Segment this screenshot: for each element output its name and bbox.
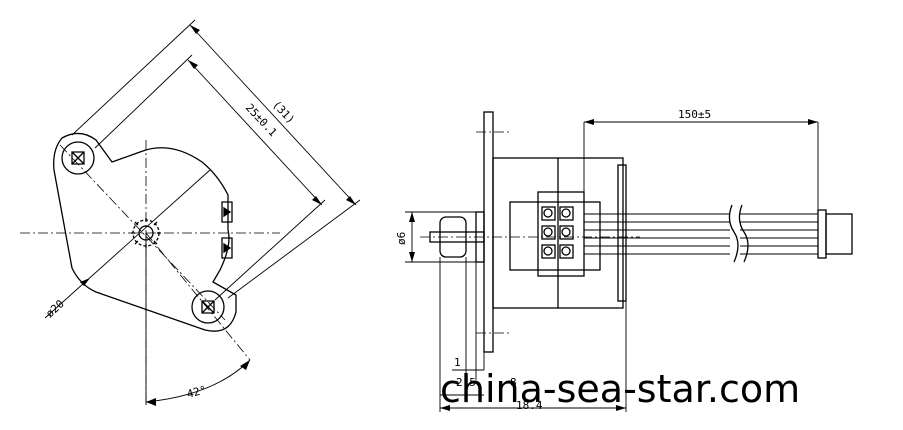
front-center-lines [20,140,280,405]
arrow-25-top [188,60,198,69]
lead-wires [584,213,818,255]
dim-31-label: (31) [270,98,298,126]
terminal-block [509,201,601,271]
bottom-mount-hole [201,300,215,314]
side-dimensions [405,121,819,412]
side-center-lines [420,131,640,334]
connector-housing [817,209,827,259]
dim-31-ext-2 [227,199,361,299]
terminal-4 [559,225,574,240]
angle-center-line [145,232,251,361]
dim-150-label: 150±5 [678,108,711,121]
dim-18-4-label: 18.4 [516,399,543,412]
arrow-angle-left [146,398,156,406]
diagonal-center-line [59,144,226,321]
terminal-5 [541,244,556,259]
terminal-3 [541,225,556,240]
arrow-25-bottom [312,196,322,205]
terminal-1 [541,206,556,221]
front-view [53,132,237,332]
dim-31-ext-1 [71,19,196,136]
terminal-2 [559,206,574,221]
connector-body [825,213,853,255]
top-mount-circle [61,141,95,175]
side-view [429,111,853,353]
terminal-posts [221,201,233,259]
mounting-flange [483,111,494,353]
arrow-31-bottom [346,196,356,205]
arrow-angle-right [240,360,250,370]
dim-6-label: ø6 [395,232,408,245]
watermark-text: china-sea-star.com [440,367,800,411]
front-arrows [80,25,356,406]
side-arrows [409,119,818,411]
terminal-grid [541,206,574,259]
arrow-20 [80,278,90,286]
dim-20-line [44,169,211,319]
dim-2-5-label: 2.5 [456,376,476,389]
bottom-mount-circle [191,290,225,324]
dim-25-ext-2 [214,199,326,301]
dim-1-label: 1 [454,356,461,369]
dim-8-label: 8 [510,376,517,389]
terminal-header [537,191,585,277]
terminal-6 [559,244,574,259]
front-dimensions [44,19,361,405]
dim-25-ext-1 [94,54,193,149]
motor-can-rim [617,164,627,302]
dim-25-line [187,59,323,206]
angle-label: 42° [185,383,208,401]
dim-31-line [189,24,357,206]
arrow-31-top [190,25,200,34]
top-mount-hole [71,151,85,165]
terminal-tips [223,206,232,254]
wire-break-mark [728,204,749,263]
